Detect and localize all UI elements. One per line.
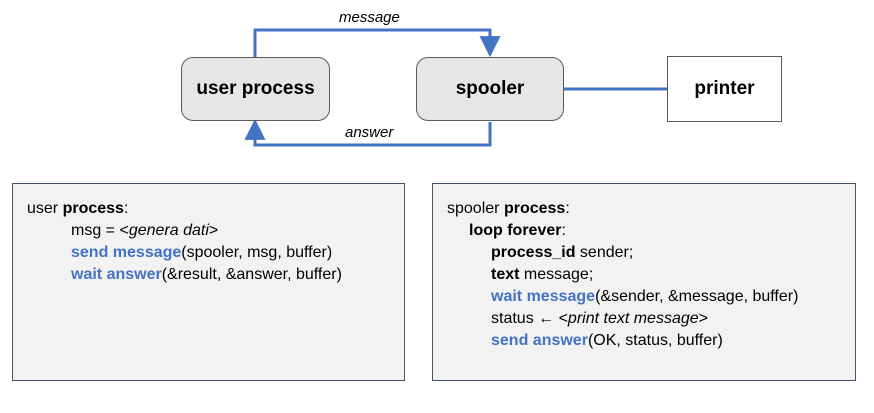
message-arrow [253, 28, 501, 58]
code-line: send message(spooler, msg, buffer) [71, 244, 333, 261]
code-line: text message; [491, 266, 594, 283]
code-line: spooler process: [447, 200, 570, 217]
code-line: wait message(&sender, &message, buffer) [491, 288, 799, 305]
printer-label: printer [694, 78, 755, 99]
code-line: send answer(OK, status, buffer) [491, 332, 723, 349]
printer-node: printer [667, 56, 782, 122]
user-process-node: user process [181, 57, 330, 121]
user-process-label: user process [196, 78, 315, 99]
code-line: process_id sender; [491, 244, 634, 261]
code-line: status ← <print text message> [491, 310, 708, 327]
spooler-label: spooler [455, 78, 525, 99]
spooler-node: spooler [416, 57, 564, 121]
spooler-process-code: spooler process: loop forever: process_i… [432, 183, 856, 381]
code-line: wait answer(&result, &answer, buffer) [71, 266, 342, 283]
answer-edge-label: answer [345, 124, 394, 141]
message-edge-label: message [339, 9, 400, 26]
user-process-code: user process: msg = <genera dati> send m… [12, 183, 405, 381]
code-line: loop forever: [469, 222, 566, 239]
code-line: user process: [27, 200, 129, 217]
code-line: msg = <genera dati> [71, 222, 219, 239]
answer-arrow [244, 118, 492, 147]
